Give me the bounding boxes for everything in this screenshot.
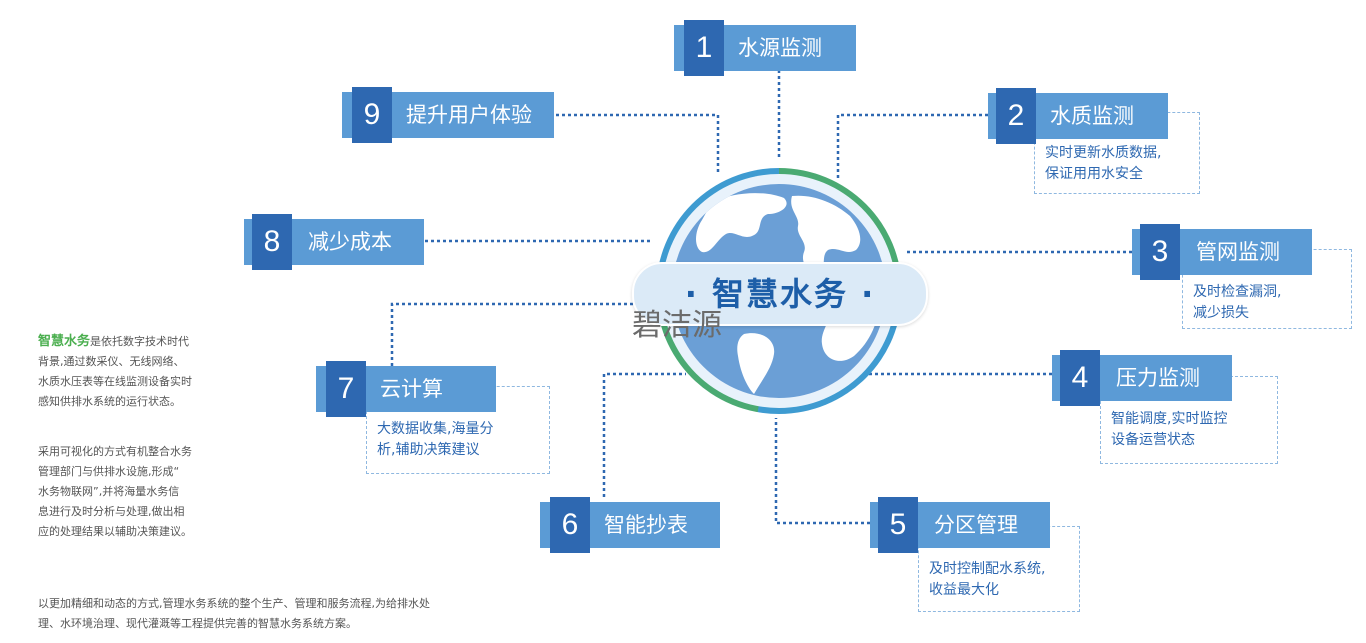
side-paragraph-2-line-4: 息进行及时分析与处理,做出相: [38, 505, 185, 518]
node-1-label: 水源监测: [738, 36, 822, 60]
side-paragraph-2-line-1: 采用可视化的方式有机整合水务: [38, 445, 192, 458]
node-3-note-line-2: 减少损失: [1193, 305, 1249, 321]
side-paragraph-2: 采用可视化的方式有机整合水务 管理部门与供排水设施,形成“ 水务物联网”,并将海…: [38, 442, 258, 542]
node-9-number: 9: [352, 87, 392, 143]
node-9-label: 提升用户体验: [406, 103, 532, 127]
side-paragraph-1-line-4: 感知供排水系统的运行状态。: [38, 395, 181, 408]
node-4: 4 压力监测: [1052, 350, 1232, 406]
node-1-number: 1: [684, 20, 724, 76]
bottom-paragraph: 以更加精细和动态的方式,管理水务系统的整个生产、管理和服务流程,为给排水处 理、…: [38, 594, 538, 634]
side-paragraph-1-line-3: 水质水压表等在线监测设备实时: [38, 375, 192, 388]
node-7-number: 7: [326, 361, 366, 417]
side-highlight: 智慧水务: [38, 334, 91, 349]
node-3-number: 3: [1140, 224, 1180, 280]
node-2-note-line-1: 实时更新水质数据,: [1045, 145, 1162, 161]
side-paragraph-2-line-5: 应的处理结果以辅助决策建议。: [38, 525, 192, 538]
node-4-note-line-1: 智能调度,实时监控: [1111, 411, 1228, 427]
node-3-note-line-1: 及时检查漏洞,: [1193, 284, 1282, 300]
node-4-number: 4: [1060, 350, 1100, 406]
side-paragraph-1-first: 是依托数字技术时代: [90, 335, 190, 348]
node-7-note-line-1: 大数据收集,海量分: [377, 421, 494, 437]
node-1: 1 水源监测: [674, 20, 856, 76]
center-title: · 智慧水务 ·: [632, 262, 928, 326]
bottom-paragraph-line-2: 理、水环境治理、现代灌溉等工程提供完善的智慧水务系统方案。: [38, 617, 357, 630]
watermark: 碧洁源: [632, 308, 722, 343]
connector-7: [390, 302, 650, 366]
connector-2: [836, 113, 988, 178]
node-5-label: 分区管理: [934, 513, 1018, 537]
connector-9: [556, 113, 720, 172]
node-6-label: 智能抄表: [604, 513, 688, 537]
side-paragraph-1: 智慧水务是依托数字技术时代 背景,通过数采仪、无线网络、 水质水压表等在线监测设…: [38, 332, 258, 412]
node-3-label: 管网监测: [1196, 240, 1280, 264]
node-2-label: 水质监测: [1050, 104, 1134, 128]
side-paragraph-2-line-3: 水务物联网”,并将海量水务信: [38, 485, 180, 498]
node-9: 9 提升用户体验: [342, 87, 554, 143]
node-3: 3 管网监测: [1132, 224, 1312, 280]
side-paragraph-1-line-2: 背景,通过数采仪、无线网络、: [38, 355, 185, 368]
bottom-paragraph-line-1: 以更加精细和动态的方式,管理水务系统的整个生产、管理和服务流程,为给排水处: [38, 597, 430, 610]
node-8-label: 减少成本: [308, 230, 392, 254]
node-8: 8 减少成本: [244, 214, 424, 270]
connector-5: [774, 418, 870, 525]
node-5-number: 5: [878, 497, 918, 553]
node-7-note-line-2: 析,辅助决策建议: [377, 442, 480, 458]
node-7: 7 云计算: [316, 361, 496, 417]
node-6-number: 6: [550, 497, 590, 553]
node-5-note-line-1: 及时控制配水系统,: [929, 561, 1046, 577]
node-7-label: 云计算: [380, 377, 443, 401]
node-2: 2 水质监测: [988, 88, 1168, 144]
node-2-number: 2: [996, 88, 1036, 144]
connector-6: [602, 372, 686, 497]
side-paragraph-1-line-1: 智慧水务是依托数字技术时代: [38, 332, 258, 352]
node-4-label: 压力监测: [1116, 366, 1200, 390]
node-2-note-line-2: 保证用用水安全: [1045, 166, 1143, 182]
node-5: 5 分区管理: [870, 497, 1050, 553]
node-6: 6 智能抄表: [540, 497, 720, 553]
node-5-note-line-2: 收益最大化: [929, 582, 999, 598]
node-4-note-line-2: 设备运营状态: [1111, 432, 1195, 448]
side-paragraph-2-line-2: 管理部门与供排水设施,形成“: [38, 465, 180, 478]
node-8-number: 8: [252, 214, 292, 270]
